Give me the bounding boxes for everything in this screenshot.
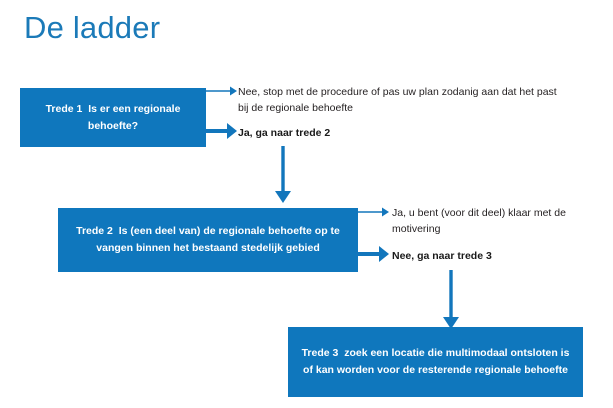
step-box-trede-1[interactable]: Trede 1 Is er een regionale behoefte? (20, 88, 206, 147)
step-box-trede-3-text: Trede 3 zoek een locatie die multimodaal… (298, 345, 573, 379)
arrow-step2-no-icon (356, 243, 390, 265)
outcome-step1-yes: Ja, ga naar trede 2 (238, 127, 331, 139)
arrow-step1-no-icon (204, 82, 238, 100)
page-title: De ladder (24, 10, 161, 45)
outcome-step2-yes: Ja, u bent (voor dit deel) klaar met de … (392, 207, 566, 235)
arrow-step1-yes-icon (204, 120, 238, 142)
arrow-step1-down-icon (272, 146, 294, 204)
step-body-trede-1: Is er een regionale behoefte? (87, 102, 181, 132)
step-lead-trede-1: Trede 1 (45, 102, 83, 115)
step-box-trede-2-text: Trede 2 Is (een deel van) de regionale b… (68, 223, 348, 257)
step-lead-trede-2: Trede 2 (76, 225, 113, 237)
outcome-step1-no: Nee, stop met de procedure of pas uw pla… (238, 86, 557, 114)
step-box-trede-1-text: Trede 1 Is er een regionale behoefte? (30, 101, 196, 135)
step-body-trede-2: Is (een deel van) de regionale behoefte … (96, 225, 340, 254)
arrow-step2-yes-icon (356, 203, 390, 221)
outcome-step2-no: Nee, ga naar trede 3 (392, 250, 492, 262)
arrow-step2-down-icon (440, 270, 462, 330)
step-lead-trede-3: Trede 3 (301, 347, 339, 359)
step-box-trede-2[interactable]: Trede 2 Is (een deel van) de regionale b… (58, 208, 358, 272)
step-body-trede-3: zoek een locatie die multimodaal ontslot… (303, 347, 570, 376)
step-box-trede-3[interactable]: Trede 3 zoek een locatie die multimodaal… (288, 327, 583, 397)
